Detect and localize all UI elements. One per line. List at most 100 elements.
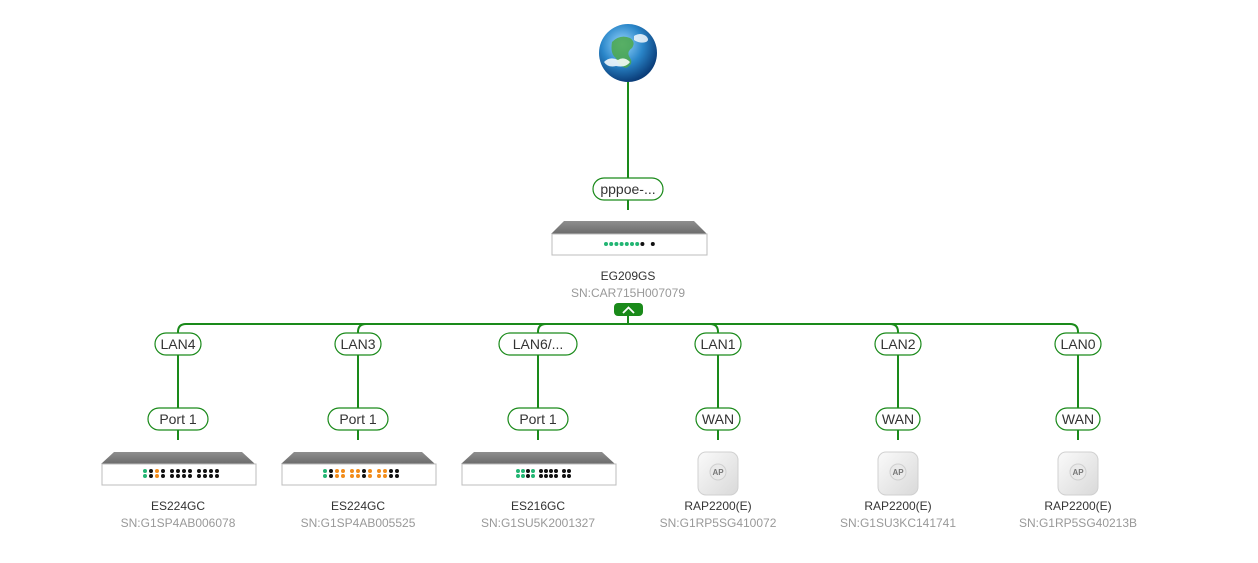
switch-port-led <box>516 474 520 478</box>
switch-port-led <box>562 469 566 473</box>
switch-port-led <box>341 469 345 473</box>
switch-port-led <box>395 474 399 478</box>
device-sn: SN:G1SU5K2001327 <box>481 516 595 530</box>
device-sn: SN:G1RP5SG40213B <box>1019 516 1137 530</box>
device-name: ES216GC <box>511 499 565 513</box>
device-port-label[interactable]: WAN <box>695 407 741 431</box>
uplink-port-label[interactable]: LAN0 <box>1054 332 1102 356</box>
device-port-text: Port 1 <box>519 411 557 427</box>
switch-port-led <box>335 474 339 478</box>
device-port-label[interactable]: Port 1 <box>147 407 209 431</box>
switch-port-led <box>521 469 525 473</box>
switch-port-led <box>170 469 174 473</box>
switch-port-led <box>368 469 372 473</box>
switch-port-led <box>389 469 393 473</box>
switch-port-led <box>521 474 525 478</box>
uplink-port-label[interactable]: LAN4 <box>154 332 202 356</box>
device-name: ES224GC <box>331 499 385 513</box>
trunk-drop-lan6 <box>537 323 547 334</box>
switch-device[interactable] <box>281 452 437 486</box>
switch-front <box>461 463 617 486</box>
trunk-left <box>177 323 628 334</box>
switch-port-led <box>149 474 153 478</box>
access-point-device[interactable]: AP <box>1057 451 1099 496</box>
switch-port-led <box>161 474 165 478</box>
device-port-text: Port 1 <box>159 411 197 427</box>
switch-port-led <box>531 474 535 478</box>
uplink-port-label[interactable]: LAN2 <box>874 332 922 356</box>
switch-port-led <box>395 469 399 473</box>
gateway-port-led <box>624 242 629 246</box>
device-sn: SN:G1RP5SG410072 <box>660 516 777 530</box>
switch-port-led <box>516 469 520 473</box>
gateway-device-top <box>551 221 707 234</box>
gateway-sn: SN:CAR715H007079 <box>571 286 685 300</box>
switch-port-led <box>209 474 213 478</box>
switch-port-leds <box>323 469 399 478</box>
gateway-wan-label-text: pppoe-... <box>600 181 655 197</box>
internet-node[interactable] <box>599 24 657 82</box>
device-port-label[interactable]: Port 1 <box>507 407 569 431</box>
switch-port-led <box>197 469 201 473</box>
switch-port-led <box>329 469 333 473</box>
gateway-port-led <box>650 242 655 246</box>
gateway-device[interactable]: EG209GS SN:CAR715H007079 <box>551 221 708 300</box>
switch-device[interactable] <box>101 452 257 486</box>
switch-port-led <box>562 474 566 478</box>
switch-port-led <box>377 474 381 478</box>
switch-port-led <box>356 474 360 478</box>
access-point-label: AP <box>1072 468 1084 477</box>
switch-port-led <box>350 469 354 473</box>
gateway-port-led <box>640 242 645 246</box>
uplink-port-label[interactable]: LAN1 <box>694 332 742 356</box>
uplink-port-label[interactable]: LAN3 <box>334 332 382 356</box>
switch-port-led <box>362 474 366 478</box>
switch-port-led <box>383 469 387 473</box>
collapse-toggle-button[interactable] <box>614 303 643 316</box>
device-name: RAP2200(E) <box>864 499 931 513</box>
switch-port-led <box>539 469 543 473</box>
uplink-port-text: LAN1 <box>700 336 735 352</box>
switch-port-led <box>155 474 159 478</box>
trunk-drop-lan3 <box>357 323 367 334</box>
access-point-logo <box>1069 463 1087 481</box>
switch-port-led <box>368 474 372 478</box>
globe-cloud <box>634 34 648 43</box>
switch-port-led <box>215 469 219 473</box>
switch-port-led <box>182 469 186 473</box>
switch-port-led <box>188 469 192 473</box>
device-port-label[interactable]: WAN <box>875 407 921 431</box>
device-sn: SN:G1SP4AB005525 <box>301 516 416 530</box>
trunk-drop-lan2 <box>889 323 899 334</box>
access-point-label: AP <box>892 468 904 477</box>
gateway-wan-label[interactable]: pppoe-... <box>592 177 664 201</box>
globe-cloud <box>604 58 630 67</box>
device-name: RAP2200(E) <box>684 499 751 513</box>
device-port-label[interactable]: WAN <box>1055 407 1101 431</box>
switch-port-led <box>544 469 548 473</box>
chevron-up-icon <box>622 306 635 314</box>
gateway-port-led <box>614 242 619 246</box>
device-sn: SN:G1SP4AB006078 <box>121 516 236 530</box>
access-point-device[interactable]: AP <box>877 451 919 496</box>
device-sn: SN:G1SU3KC141741 <box>840 516 956 530</box>
switch-port-leds <box>516 469 571 478</box>
switch-port-led <box>203 469 207 473</box>
uplink-port-label[interactable]: LAN6/... <box>498 332 578 356</box>
gateway-port-led <box>645 242 650 246</box>
switch-port-led <box>539 474 543 478</box>
trunk-drop-lan1 <box>709 323 719 334</box>
device-name: ES224GC <box>151 499 205 513</box>
switch-port-led <box>197 474 201 478</box>
gateway-port-leds <box>604 242 655 246</box>
gateway-port-led <box>635 242 640 246</box>
switch-port-led <box>544 474 548 478</box>
access-point-device[interactable]: AP <box>697 451 739 496</box>
switch-device[interactable] <box>461 452 617 486</box>
gateway-port-led <box>630 242 634 246</box>
device-port-label[interactable]: Port 1 <box>327 407 389 431</box>
switch-port-led <box>526 469 530 473</box>
